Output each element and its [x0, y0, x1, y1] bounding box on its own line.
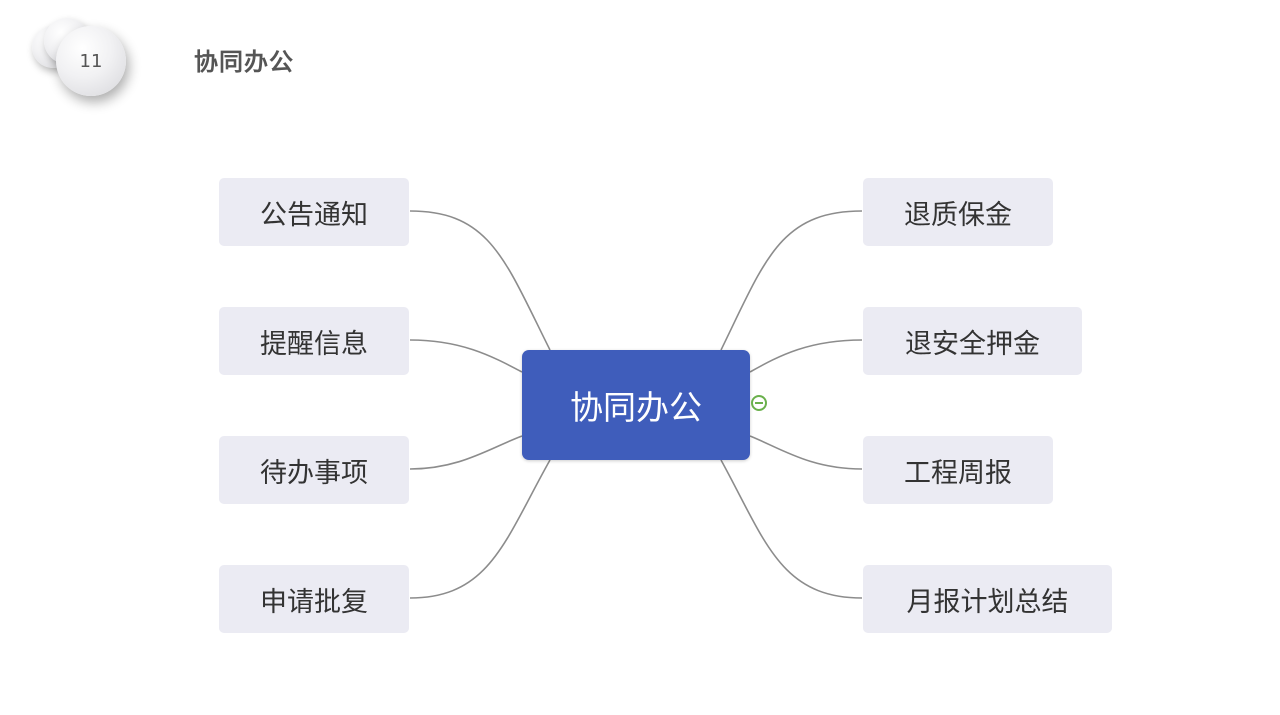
badge-disc-front: 11: [56, 26, 126, 96]
collapse-icon[interactable]: [751, 395, 767, 411]
mindmap-center-node[interactable]: 协同办公: [522, 350, 750, 460]
mindmap-node-left-2[interactable]: 提醒信息: [219, 307, 409, 375]
mindmap-node-right-1[interactable]: 退质保金: [863, 178, 1053, 246]
page-title: 协同办公: [194, 48, 294, 76]
link-right-1: [720, 210, 863, 351]
slide-number: 11: [79, 50, 103, 72]
link-left-3: [409, 435, 523, 470]
link-left-1: [409, 210, 551, 351]
link-right-4: [720, 459, 863, 599]
link-right-2: [749, 339, 863, 373]
slide-number-badge: 11: [24, 14, 134, 114]
mindmap-node-right-2[interactable]: 退安全押金: [863, 307, 1082, 375]
link-left-2: [409, 339, 523, 373]
mindmap-node-right-4[interactable]: 月报计划总结: [863, 565, 1112, 633]
link-left-4: [409, 459, 551, 599]
mindmap-node-right-3[interactable]: 工程周报: [863, 436, 1053, 504]
link-right-3: [749, 435, 863, 470]
mindmap-node-left-1[interactable]: 公告通知: [219, 178, 409, 246]
mindmap-node-left-4[interactable]: 申请批复: [219, 565, 409, 633]
mindmap-node-left-3[interactable]: 待办事项: [219, 436, 409, 504]
